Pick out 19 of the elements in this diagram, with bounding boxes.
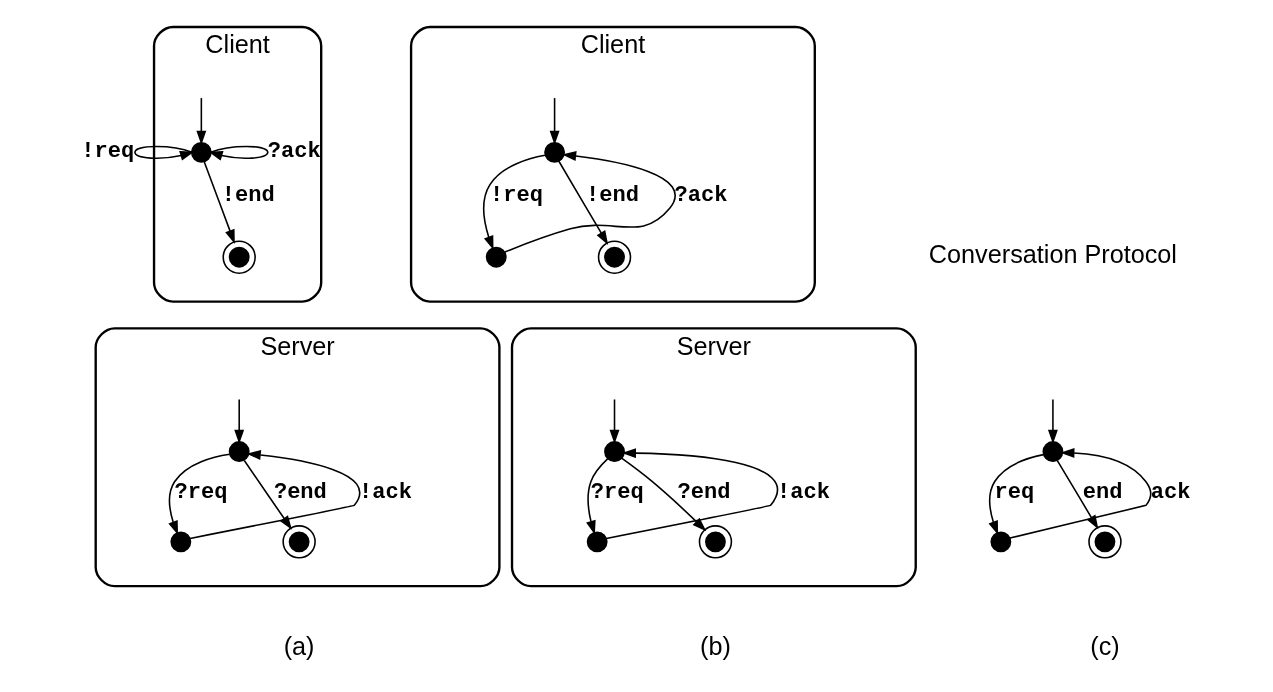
edge-label: !ack <box>359 479 413 505</box>
edge-label: ?ack <box>674 182 728 208</box>
edge-label: !end <box>221 182 275 208</box>
edge-label: !req <box>489 182 543 208</box>
edge-label: ?ack <box>267 138 321 164</box>
edge-label: !end <box>586 182 640 208</box>
edge-label: ack <box>1150 479 1191 505</box>
edge-label: !req <box>81 138 135 164</box>
edge-label: ?req <box>590 479 644 505</box>
edge-label: !ack <box>776 479 830 505</box>
edge-label: ?req <box>174 479 228 505</box>
label: (c) <box>1090 632 1120 661</box>
label: Conversation Protocol <box>928 240 1177 269</box>
edge-label: req <box>994 479 1035 505</box>
label: (b) <box>700 632 731 661</box>
edge-label: ?end <box>677 479 731 505</box>
label: (a) <box>283 632 315 661</box>
edge-label: ?end <box>273 479 327 505</box>
edge-label: end <box>1082 479 1123 505</box>
